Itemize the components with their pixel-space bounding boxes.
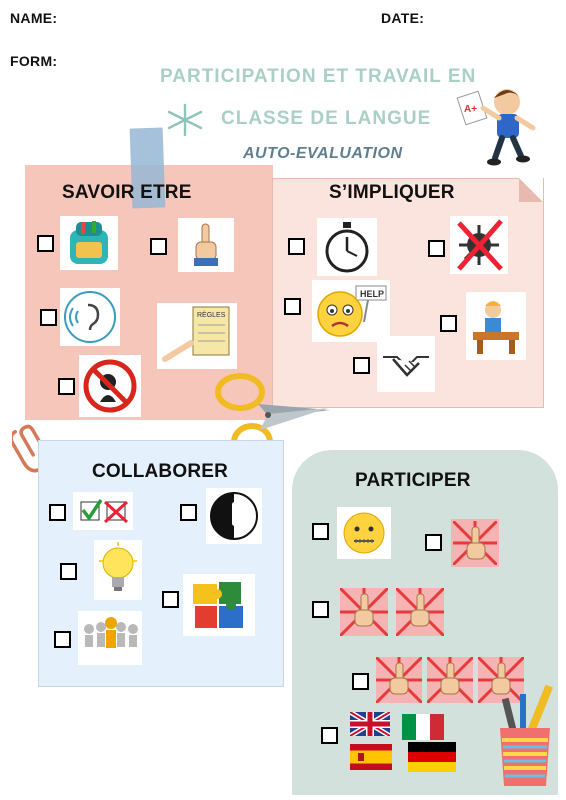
- checkbox-puzzle[interactable]: [162, 591, 179, 608]
- spain-flag-icon: [350, 744, 392, 770]
- silence-icon: [206, 488, 262, 544]
- lightbulb-icon: [94, 540, 142, 600]
- italy-flag-icon: [402, 714, 444, 740]
- panel-title-participer: PARTICIPER: [355, 470, 471, 491]
- checkbox-no-virus[interactable]: [428, 240, 445, 257]
- checkbox-check-cross[interactable]: [49, 504, 66, 521]
- asterisk-icon: [167, 103, 203, 137]
- checkbox-help[interactable]: [284, 298, 301, 315]
- two-hands-raised-icon: [340, 588, 444, 636]
- page-curl: [519, 178, 543, 202]
- checkbox-three-hands[interactable]: [352, 673, 369, 690]
- handshake-icon: [377, 336, 435, 392]
- listening-ear-icon: [60, 288, 120, 346]
- grade-text: A+: [464, 104, 477, 115]
- page-title-line1: PARTICIPATION ET TRAVAIL EN: [160, 66, 477, 87]
- check-cross-icon: [73, 492, 133, 530]
- page-subtitle: AUTO-EVALUATION: [243, 145, 403, 162]
- uk-flag-icon: [350, 712, 390, 736]
- page-title-line2: CLASSE DE LANGUE: [221, 108, 432, 129]
- date-label: DATE:: [381, 10, 425, 26]
- stopwatch-icon: [317, 218, 377, 276]
- no-virus-icon: [450, 216, 508, 274]
- checkbox-lightbulb[interactable]: [60, 563, 77, 580]
- puzzle-pieces-icon: [183, 574, 255, 636]
- school-bag-icon: [60, 216, 118, 270]
- checkbox-one-hand[interactable]: [425, 534, 442, 551]
- pencil-cup-icon: [500, 684, 553, 786]
- checkbox-study-desk[interactable]: [440, 315, 457, 332]
- no-talking-icon: [79, 355, 141, 417]
- rules-paper-icon: RÈGLES: [157, 303, 237, 369]
- checkbox-team[interactable]: [54, 631, 71, 648]
- form-label: FORM:: [10, 53, 58, 69]
- checkbox-no-talking[interactable]: [58, 378, 75, 395]
- finger-raised-icon: [178, 218, 234, 272]
- checkbox-two-hands[interactable]: [312, 601, 329, 618]
- name-label: NAME:: [10, 10, 58, 26]
- zipped-mouth-icon: [337, 507, 391, 559]
- checkbox-flags[interactable]: [321, 727, 338, 744]
- checkbox-silence[interactable]: [180, 504, 197, 521]
- checkbox-stopwatch[interactable]: [288, 238, 305, 255]
- panel-title-collaborer: COLLABORER: [92, 461, 229, 482]
- checkbox-school-bag[interactable]: [37, 235, 54, 252]
- panel-title-s-impliquer: S’IMPLIQUER: [329, 182, 455, 203]
- study-desk-icon: [466, 292, 526, 360]
- one-hand-raised-icon: [451, 519, 499, 567]
- checkbox-listening-ear[interactable]: [40, 309, 57, 326]
- checkbox-finger-raised[interactable]: [150, 238, 167, 255]
- help-text: HELP: [360, 289, 384, 299]
- rules-text: RÈGLES: [197, 310, 226, 319]
- three-hands-raised-icon: [376, 656, 524, 704]
- flags-icon: [350, 712, 462, 774]
- team-leader-icon: [78, 611, 142, 665]
- checkbox-handshake[interactable]: [353, 357, 370, 374]
- help-emoji-icon: HELP: [312, 280, 390, 342]
- student-kid-icon: A+: [456, 89, 536, 166]
- panel-title-savoir-etre: SAVOIR ETRE: [62, 182, 192, 203]
- checkbox-zipped-mouth[interactable]: [312, 523, 329, 540]
- germany-flag-icon: [408, 742, 456, 772]
